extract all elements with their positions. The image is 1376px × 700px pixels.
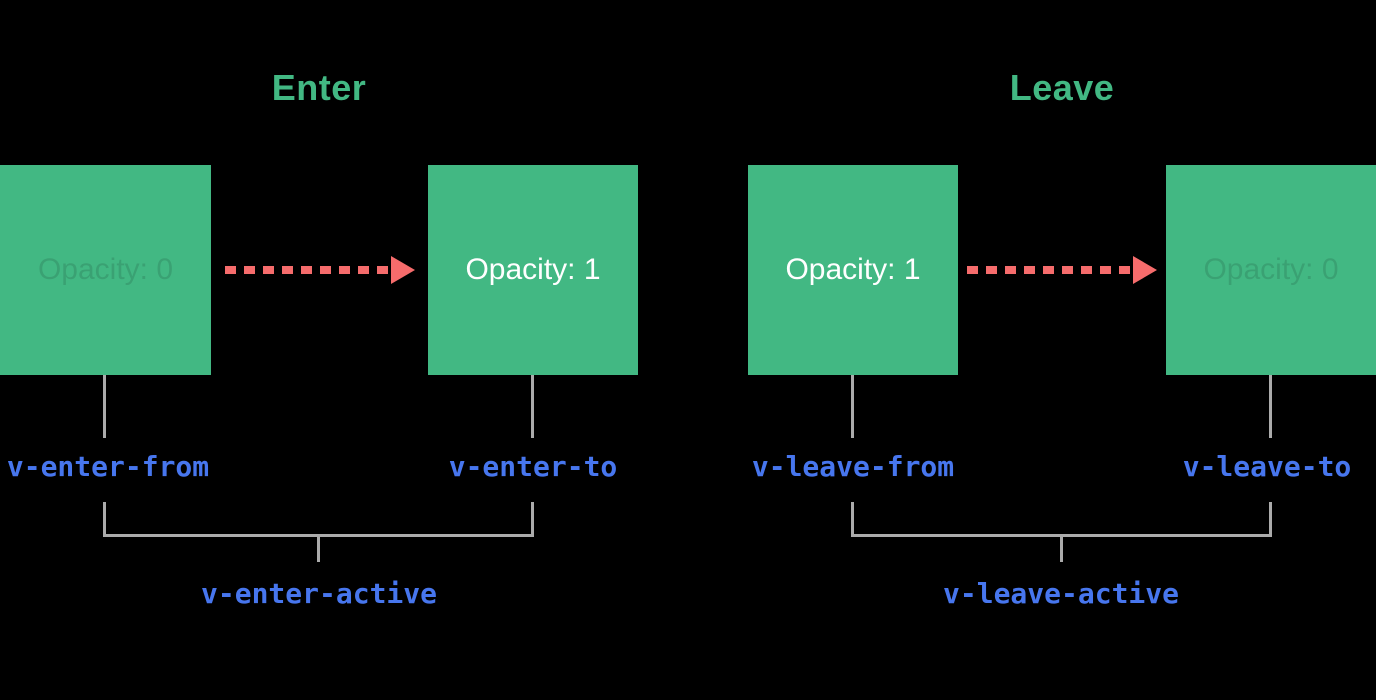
enter-to-box: Opacity: 1: [428, 165, 638, 375]
bracket-stub-line: [1060, 536, 1063, 562]
enter-transition-arrow: [225, 256, 415, 284]
connector-line: [1269, 375, 1272, 438]
arrowhead-icon: [1133, 256, 1157, 284]
opacity-label: Opacity: 0: [1203, 253, 1339, 286]
bracket-stub-line: [317, 536, 320, 562]
opacity-label: Opacity: 1: [785, 253, 921, 286]
enter-from-class-label: v-enter-from: [6, 450, 210, 483]
active-range-bracket: [851, 502, 1272, 537]
leave-transition-arrow: [967, 256, 1157, 284]
dashed-line: [225, 266, 391, 274]
enter-from-box: Opacity: 0: [0, 165, 211, 375]
connector-line: [851, 375, 854, 438]
enter-to-class-label: v-enter-to: [448, 450, 618, 483]
active-range-bracket: [103, 502, 534, 537]
arrowhead-icon: [391, 256, 415, 284]
enter-active-class-label: v-enter-active: [200, 577, 438, 610]
leave-section-title: Leave: [1009, 67, 1115, 108]
leave-active-class-label: v-leave-active: [942, 577, 1180, 610]
leave-from-box: Opacity: 1: [748, 165, 958, 375]
opacity-label: Opacity: 1: [465, 253, 601, 286]
leave-to-box: Opacity: 0: [1166, 165, 1376, 375]
leave-from-class-label: v-leave-from: [751, 450, 955, 483]
leave-to-class-label: v-leave-to: [1182, 450, 1352, 483]
opacity-label: Opacity: 0: [37, 253, 174, 286]
connector-line: [531, 375, 534, 438]
connector-line: [103, 375, 106, 438]
dashed-line: [967, 266, 1133, 274]
enter-section-title: Enter: [271, 67, 367, 108]
